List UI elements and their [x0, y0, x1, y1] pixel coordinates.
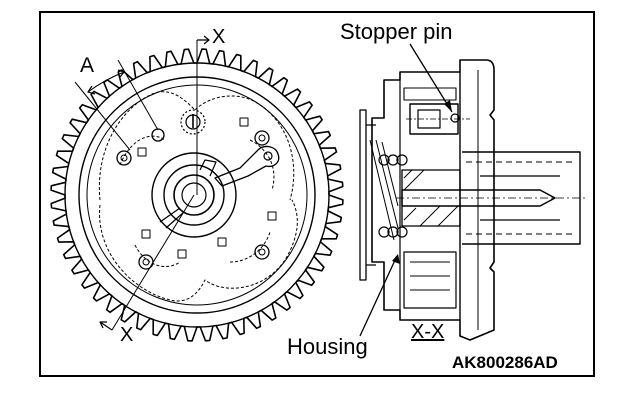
vane-chamber-hidden-line — [98, 91, 295, 201]
stopper-pin-arrowhead — [444, 100, 452, 112]
hub-slot — [199, 159, 217, 177]
stopper-pin-label: Stopper pin — [340, 19, 453, 44]
bolt-hole — [142, 258, 150, 266]
stopper-pin-leader — [409, 43, 453, 113]
stopper-pin-hole — [180, 109, 206, 135]
housing-lower-hatch — [410, 261, 450, 291]
lock-lever-pivot — [263, 151, 273, 161]
bolt-hole — [254, 130, 270, 146]
dimension-a-extension — [74, 81, 131, 151]
stopper-pin-tip — [450, 113, 460, 123]
bolt-hole — [120, 154, 128, 162]
hub-bore — [173, 174, 215, 216]
bolt-hole — [151, 128, 165, 142]
rotor-hatch — [403, 169, 459, 227]
housing-label: Housing — [287, 334, 368, 359]
dimension-a-arc — [87, 71, 125, 93]
section-label: X-X — [411, 321, 445, 343]
housing-arrowhead — [392, 254, 400, 264]
housing-leader — [359, 257, 397, 337]
housing-lower-block — [403, 251, 457, 309]
cross-section-view — [359, 43, 585, 341]
bolt-hole — [258, 134, 266, 142]
hub-outer — [151, 152, 237, 238]
cover-plate-hatch — [369, 139, 399, 241]
spring-coils — [378, 154, 408, 238]
rotor-key — [267, 211, 277, 221]
section-arrow — [99, 321, 113, 331]
hub-middle — [163, 164, 225, 226]
camshaft-oil-passage — [480, 175, 560, 221]
rotor-key — [239, 117, 249, 127]
bolt-hole — [254, 244, 270, 260]
section-arrow — [197, 35, 210, 45]
sprocket-front-view — [50, 35, 344, 342]
drawing-code: AK800286AD — [452, 353, 558, 372]
vane-chamber-hidden-line — [119, 135, 275, 267]
lock-lever — [214, 145, 280, 187]
cover-plate — [359, 109, 376, 281]
section-line — [111, 194, 195, 331]
section-mark-top: X — [212, 26, 226, 48]
rotor-key — [177, 249, 187, 259]
bolt-hole — [116, 150, 132, 166]
vane-chamber-hidden-line — [99, 199, 298, 302]
section-mark-bottom: X — [120, 324, 134, 346]
rotor-section — [401, 169, 461, 227]
housing-upper-block — [403, 87, 457, 101]
bolt-hole — [258, 248, 266, 256]
housing-outline — [371, 59, 495, 341]
hub-oil-groove — [159, 207, 185, 229]
dimension-a-arrowhead — [87, 85, 96, 95]
rotor-key — [141, 229, 151, 239]
dimension-a-label: A — [80, 54, 95, 77]
dimension-a-extension — [117, 59, 159, 131]
dimension-a-arrowhead — [117, 69, 125, 78]
hub-bore-inner — [181, 182, 207, 208]
rotor-key — [217, 237, 227, 247]
rotor-key — [137, 147, 147, 157]
